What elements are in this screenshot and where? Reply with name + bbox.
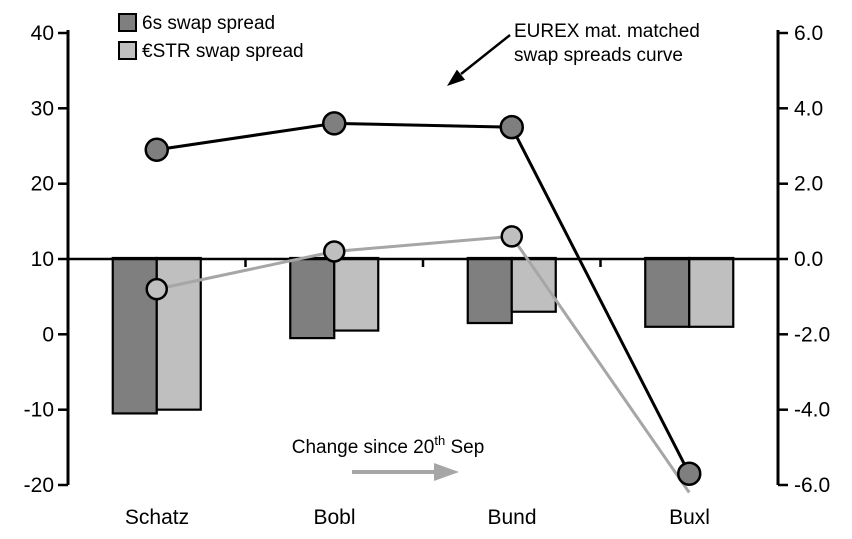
6s-marker-bund xyxy=(499,114,524,140)
legend-label-estr: €STR swap spread xyxy=(142,41,304,62)
change-annotation-arrow-head xyxy=(434,463,459,481)
bars-group xyxy=(111,256,735,415)
right-axis-labels: 6.0 4.0 2.0 0.0 -2.0 -4.0 -6.0 xyxy=(794,22,830,497)
bar-estr-buxl xyxy=(688,256,735,328)
left-tick-label: 0 xyxy=(42,323,54,346)
category-label-bund: Bund xyxy=(487,506,536,529)
left-tick-label: 40 xyxy=(31,22,54,45)
bar-estr-bobl xyxy=(333,256,380,332)
lines-group xyxy=(156,121,691,494)
6s-curve-line xyxy=(156,121,691,475)
right-tick-label: 0.0 xyxy=(794,248,823,271)
right-tick-label: 2.0 xyxy=(794,173,823,196)
6s-marker-schatz xyxy=(144,137,169,163)
markers-group xyxy=(144,111,702,486)
estr-marker-schatz xyxy=(145,277,168,301)
curve-annotation: EUREX mat. matched swap spreads curve xyxy=(447,21,700,86)
left-axis-labels: 40 30 20 10 0 -10 -20 xyxy=(24,22,54,497)
category-axis-labels: Schatz Bobl Bund Buxl xyxy=(125,506,710,529)
right-tick-label: -4.0 xyxy=(794,399,830,422)
legend-swatch-estr xyxy=(118,41,137,60)
x-axis-ticks xyxy=(244,259,602,267)
right-tick-label: -6.0 xyxy=(794,474,830,497)
change-annotation-superscript: th xyxy=(434,433,445,448)
change-annotation-text: Change since 20th Sep xyxy=(292,433,485,458)
curve-annotation-arrow-shaft xyxy=(460,34,511,75)
curve-annotation-arrow-head xyxy=(447,69,466,86)
curve-annotation-line2: swap spreads curve xyxy=(514,45,683,66)
legend-label-6s: 6s swap spread xyxy=(142,13,275,34)
estr-curve-line xyxy=(156,234,691,494)
change-annotation-suffix: Sep xyxy=(445,437,484,458)
category-label-buxl: Buxl xyxy=(669,506,710,529)
category-label-bobl: Bobl xyxy=(313,506,355,529)
legend-swatch-6s xyxy=(118,13,137,32)
legend: 6s swap spread €STR swap spread xyxy=(118,13,304,62)
estr-marker-bund xyxy=(500,225,523,248)
right-tick-label: 6.0 xyxy=(794,22,823,45)
bar-6s-bund xyxy=(466,256,513,325)
right-tick-label: -2.0 xyxy=(794,323,830,346)
left-tick-label: -20 xyxy=(24,474,54,497)
6s-marker-buxl xyxy=(677,461,702,486)
bar-6s-bobl xyxy=(289,256,336,340)
change-annotation: Change since 20th Sep xyxy=(292,433,485,481)
left-tick-label: 30 xyxy=(31,97,54,120)
change-annotation-prefix: Change since 20 xyxy=(292,437,435,458)
right-tick-label: 4.0 xyxy=(794,97,823,120)
category-label-schatz: Schatz xyxy=(125,506,189,529)
left-tick-label: 10 xyxy=(31,248,54,271)
left-tick-label: -10 xyxy=(24,399,54,422)
right-axis-tick-marks xyxy=(778,31,788,487)
estr-marker-bobl xyxy=(323,240,346,263)
bar-6s-buxl xyxy=(644,256,691,328)
curve-annotation-line1: EUREX mat. matched xyxy=(514,21,700,42)
6s-marker-bobl xyxy=(322,111,347,136)
left-tick-label: 20 xyxy=(31,173,54,196)
left-axis-tick-marks xyxy=(58,31,68,487)
